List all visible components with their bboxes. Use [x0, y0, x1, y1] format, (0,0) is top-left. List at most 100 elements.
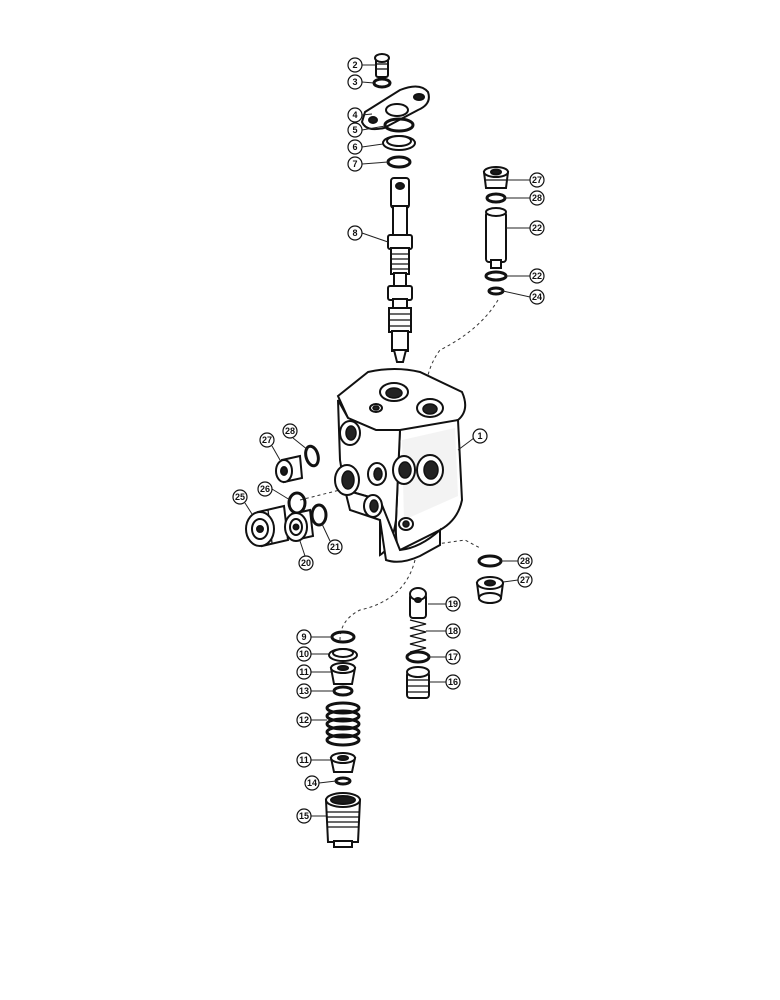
callout-22-upper: 22: [529, 220, 545, 236]
callout-1: 1: [472, 428, 488, 444]
assembly-lines: [299, 299, 499, 641]
svg-text:25: 25: [235, 492, 245, 502]
callouts: 2 3 4 5 6 7 8 27 28 22 22 24 1 28 27 26 …: [232, 57, 545, 824]
o-ring-part-24: [487, 286, 505, 296]
washer-part-13: [332, 685, 354, 697]
lockwasher-part-3: [372, 77, 392, 89]
callout-26: 26: [257, 481, 273, 497]
wiper-part-5: [383, 117, 415, 133]
callout-11-top: 11: [296, 664, 312, 680]
svg-text:5: 5: [352, 125, 357, 135]
plug-part-27-top: [482, 166, 510, 189]
callout-8: 8: [347, 225, 363, 241]
callout-11-bottom: 11: [296, 752, 312, 768]
svg-text:12: 12: [299, 715, 309, 725]
callout-25: 25: [232, 489, 248, 505]
callout-10: 10: [296, 646, 312, 662]
svg-text:28: 28: [532, 193, 542, 203]
callout-16: 16: [445, 674, 461, 690]
svg-text:7: 7: [352, 159, 357, 169]
o-ring-part-17: [405, 650, 431, 664]
svg-text:27: 27: [532, 175, 542, 185]
seat-part-11-top: [329, 662, 357, 685]
callout-13: 13: [296, 683, 312, 699]
callout-4: 4: [347, 107, 363, 123]
o-ring-part-22-lower: [484, 270, 508, 282]
callout-27-right: 27: [517, 572, 533, 588]
svg-text:26: 26: [260, 484, 270, 494]
poppet-part-19: [409, 587, 427, 619]
callout-22-lower: 22: [529, 268, 545, 284]
callout-17: 17: [445, 649, 461, 665]
svg-text:14: 14: [307, 778, 317, 788]
svg-text:22: 22: [532, 271, 542, 281]
svg-text:6: 6: [352, 142, 357, 152]
o-ring-part-28-top: [485, 192, 507, 204]
callout-28-top: 28: [529, 190, 545, 206]
screw-part-2: [374, 53, 390, 78]
svg-text:21: 21: [330, 542, 340, 552]
plug-part-27-left: [275, 454, 304, 484]
plug-part-20: [284, 508, 315, 542]
callout-3: 3: [347, 74, 363, 90]
svg-text:4: 4: [352, 110, 357, 120]
callout-6: 6: [347, 139, 363, 155]
svg-text:24: 24: [532, 292, 542, 302]
spring-part-18: [409, 619, 427, 653]
svg-text:1: 1: [477, 431, 482, 441]
svg-text:28: 28: [285, 426, 295, 436]
svg-text:19: 19: [448, 599, 458, 609]
callout-21: 21: [327, 539, 343, 555]
svg-text:9: 9: [301, 632, 306, 642]
retainer-plate-part-4: [360, 85, 430, 131]
callout-5: 5: [347, 122, 363, 138]
svg-text:17: 17: [448, 652, 458, 662]
callout-28-left: 28: [282, 423, 298, 439]
washer-part-14: [334, 776, 352, 786]
svg-text:18: 18: [448, 626, 458, 636]
o-ring-part-7: [386, 155, 412, 169]
cap-part-15: [324, 792, 362, 848]
svg-text:3: 3: [352, 77, 357, 87]
callout-2: 2: [347, 57, 363, 73]
callout-14: 14: [304, 775, 320, 791]
leader-lines: [244, 64, 531, 817]
svg-text:27: 27: [520, 575, 530, 585]
plug-part-16: [406, 666, 430, 699]
seal-part-6: [382, 135, 416, 151]
o-ring-part-21: [310, 503, 328, 527]
svg-text:15: 15: [299, 811, 309, 821]
svg-text:11: 11: [299, 667, 309, 677]
svg-text:20: 20: [301, 558, 311, 568]
callout-7: 7: [347, 156, 363, 172]
svg-text:8: 8: [352, 228, 357, 238]
spring-part-12: [325, 701, 361, 747]
svg-text:11: 11: [299, 755, 309, 765]
plug-part-27-right: [475, 576, 505, 604]
spool-part-8: [387, 177, 413, 363]
callout-24: 24: [529, 289, 545, 305]
callout-12: 12: [296, 712, 312, 728]
svg-text:10: 10: [299, 649, 309, 659]
callout-27-left: 27: [259, 432, 275, 448]
o-ring-part-28-left: [304, 444, 320, 468]
callout-9: 9: [296, 629, 312, 645]
callout-15: 15: [296, 808, 312, 824]
seal-part-10: [328, 648, 358, 662]
plug-part-25: [245, 504, 290, 548]
callout-20: 20: [298, 555, 314, 571]
svg-text:22: 22: [532, 223, 542, 233]
callout-27-top: 27: [529, 172, 545, 188]
relief-valve-part-22: [485, 207, 507, 269]
svg-text:13: 13: [299, 686, 309, 696]
svg-text:2: 2: [352, 60, 357, 70]
callout-19: 19: [445, 596, 461, 612]
svg-text:27: 27: [262, 435, 272, 445]
svg-text:16: 16: [448, 677, 458, 687]
seat-part-11-bottom: [329, 752, 357, 773]
callout-18: 18: [445, 623, 461, 639]
o-ring-part-9: [330, 630, 356, 644]
valve-body-part-1: [334, 368, 467, 563]
callout-28-right: 28: [517, 553, 533, 569]
